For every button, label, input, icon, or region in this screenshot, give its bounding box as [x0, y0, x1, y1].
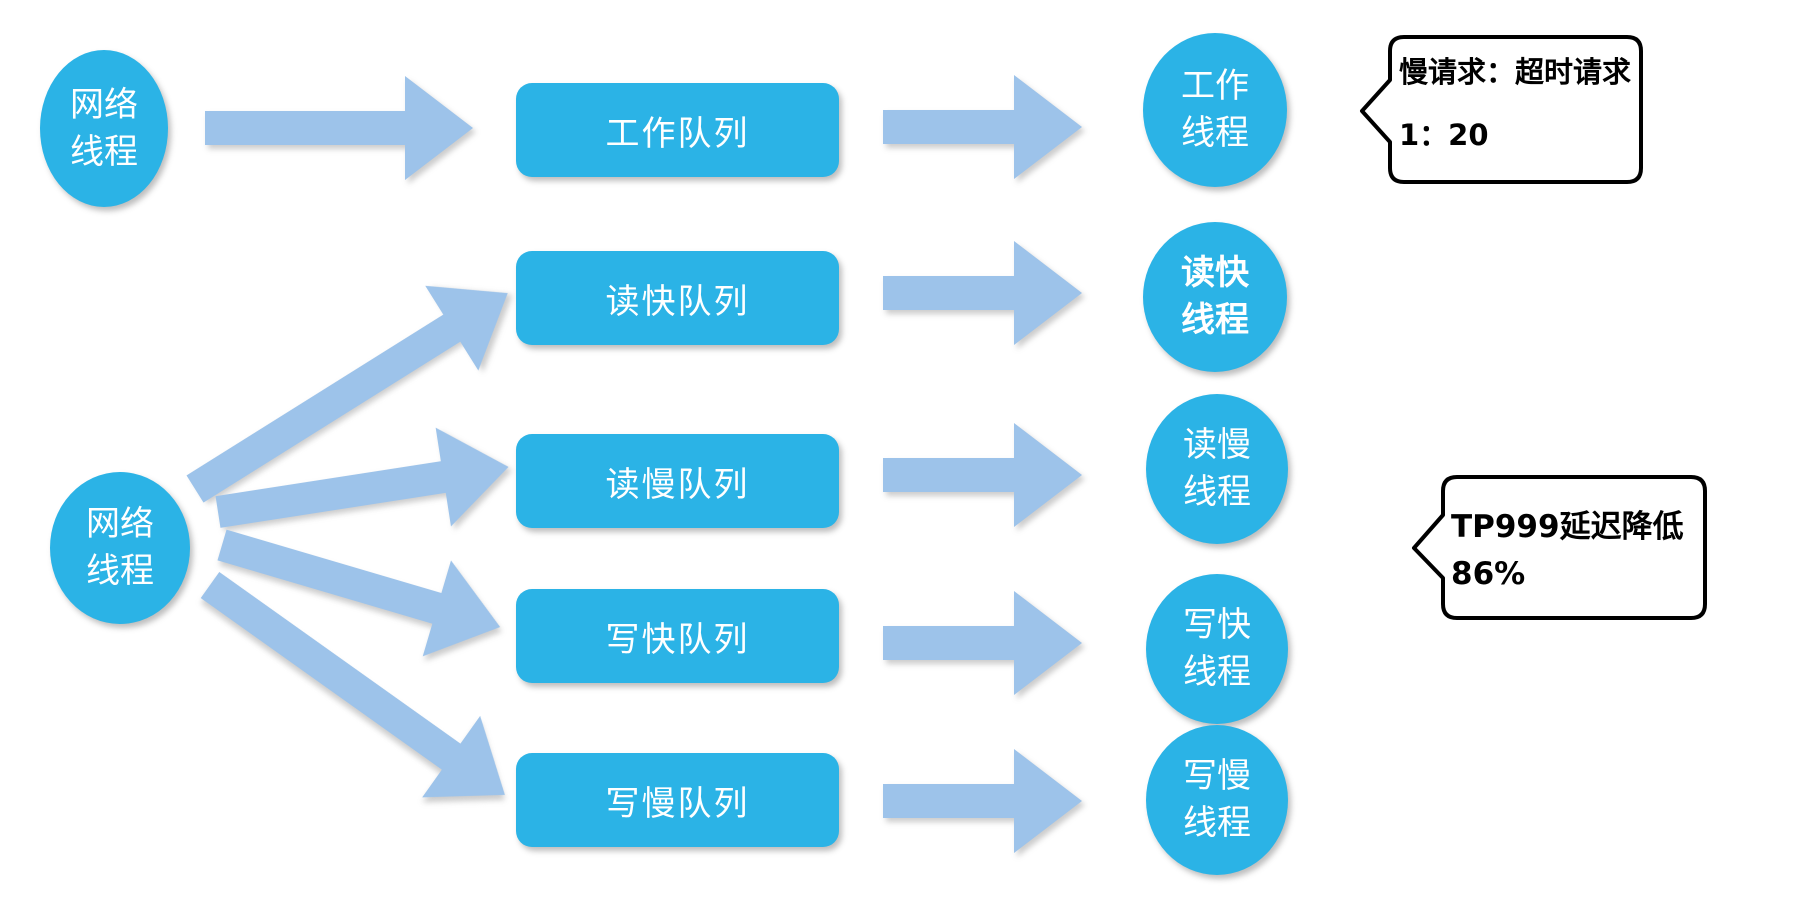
queue-work: 工作队列 — [516, 83, 839, 177]
network-thread-node-1: 网络 线程 — [40, 50, 168, 207]
queue-write-slow: 写慢队列 — [516, 753, 839, 847]
queue-write-fast: 写快队列 — [516, 589, 839, 683]
arrow-network2-to-write-slow-queue — [200, 571, 505, 798]
callout-bubble-tp999 — [1412, 475, 1707, 620]
arrow-read-fast-queue-to-read-fast-thread — [883, 241, 1082, 345]
thread-work-label: 工作 线程 — [1181, 66, 1249, 153]
thread-work: 工作 线程 — [1143, 33, 1287, 187]
arrow-work-queue-to-work-thread — [883, 75, 1082, 179]
network-thread-2-label: 网络 线程 — [86, 504, 154, 591]
callout-bubble-slow-request — [1360, 35, 1643, 184]
thread-read-slow-label: 读慢 线程 — [1183, 425, 1251, 512]
thread-write-fast-label: 写快 线程 — [1183, 605, 1251, 692]
network-thread-node-2: 网络 线程 — [50, 472, 190, 624]
arrow-network1-to-work-queue — [205, 76, 473, 180]
thread-write-slow-label: 写慢 线程 — [1183, 756, 1251, 843]
queue-read-fast-label: 读快队列 — [605, 281, 750, 322]
network-thread-1-label: 网络 线程 — [70, 84, 138, 172]
thread-read-fast-label: 读快 线程 — [1181, 253, 1249, 340]
callout-slow-request-line-1: 慢请求：超时请求 — [1399, 55, 1632, 89]
callout-tp999-line-2: 86% — [1451, 556, 1526, 592]
queue-work-label: 工作队列 — [605, 113, 750, 154]
queue-write-slow-label: 写慢队列 — [605, 783, 750, 824]
callout-tp999-line-1: TP999延迟降低 — [1451, 509, 1684, 545]
arrow-read-slow-queue-to-read-slow-thread — [883, 423, 1082, 527]
queue-read-slow-label: 读慢队列 — [605, 464, 750, 505]
thread-write-slow: 写慢 线程 — [1146, 725, 1288, 875]
arrow-network2-to-write-fast-queue — [217, 529, 501, 657]
queue-read-slow: 读慢队列 — [516, 434, 839, 528]
thread-read-fast: 读快 线程 — [1143, 222, 1287, 372]
thread-read-slow: 读慢 线程 — [1146, 394, 1288, 544]
arrow-write-slow-queue-to-write-slow-thread — [883, 749, 1082, 853]
arrow-network2-to-read-slow-queue — [215, 427, 509, 528]
queue-read-fast: 读快队列 — [516, 251, 839, 345]
arrow-network2-to-read-fast-queue — [186, 285, 508, 503]
queue-write-fast-label: 写快队列 — [605, 619, 750, 660]
callout-slow-request-line-2: 1：20 — [1399, 118, 1489, 152]
arrow-write-fast-queue-to-write-fast-thread — [883, 591, 1082, 695]
thread-write-fast: 写快 线程 — [1146, 574, 1288, 724]
